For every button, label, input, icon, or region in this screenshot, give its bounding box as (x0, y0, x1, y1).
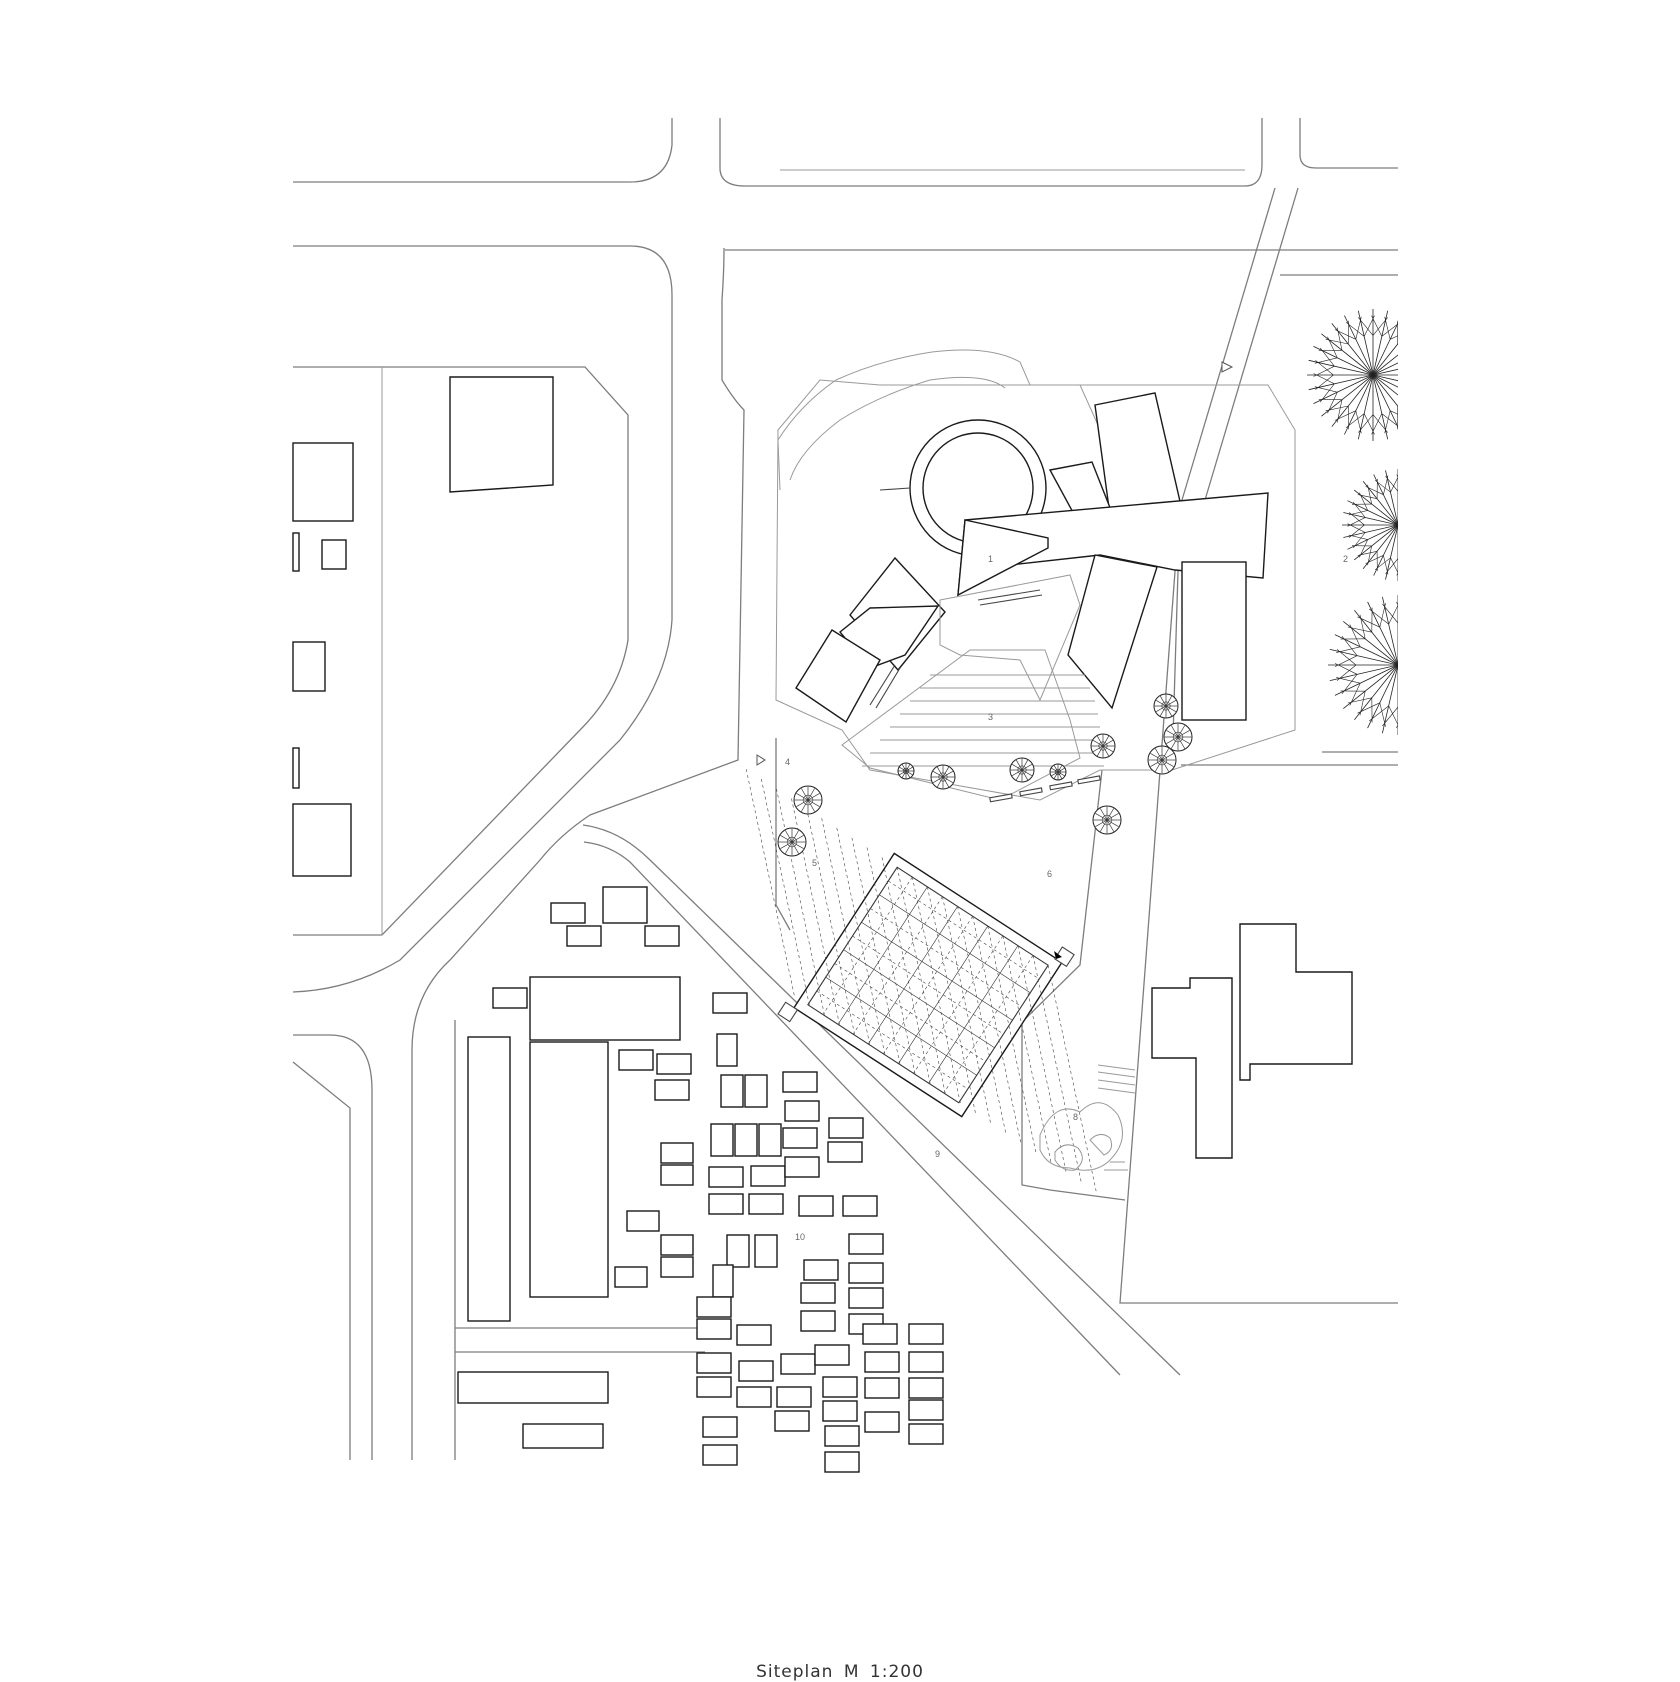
zone-label-6: 6 (1047, 869, 1052, 879)
large-trees (1307, 309, 1468, 735)
siteplan-caption: Siteplan M 1:200 (0, 1662, 1680, 1682)
tree-icon (931, 765, 955, 789)
tree-icon (898, 763, 914, 779)
zone-label-1: 1 (988, 554, 993, 564)
zone-label-9: 9 (935, 1149, 940, 1159)
large-tree-icon (1307, 309, 1439, 441)
tree-icon (1148, 746, 1176, 774)
tree-icon (1050, 764, 1066, 780)
zone-label-4: 4 (785, 757, 790, 767)
amphitheatre-steps (862, 675, 1104, 766)
tree-icon (794, 786, 822, 814)
large-tree-icon (1342, 469, 1454, 581)
tree-icon (1093, 806, 1121, 834)
tree-icon (778, 828, 806, 856)
zone-label-5: 5 (812, 858, 817, 868)
zone-label-3: 3 (988, 712, 993, 722)
large-tree-icon (1328, 595, 1468, 735)
east-buildings (1152, 924, 1352, 1158)
tree-icon (1164, 723, 1192, 751)
zone-label-10: 10 (795, 1232, 805, 1242)
road-network (293, 118, 1398, 1460)
zone-label-2: 2 (1343, 554, 1348, 564)
tree-icon (1154, 694, 1178, 718)
main-complex (776, 350, 1295, 802)
west-buildings (293, 377, 553, 876)
zone-label-8: 8 (1073, 1112, 1078, 1122)
tree-icon (1010, 758, 1034, 782)
tree-icon (1091, 734, 1115, 758)
